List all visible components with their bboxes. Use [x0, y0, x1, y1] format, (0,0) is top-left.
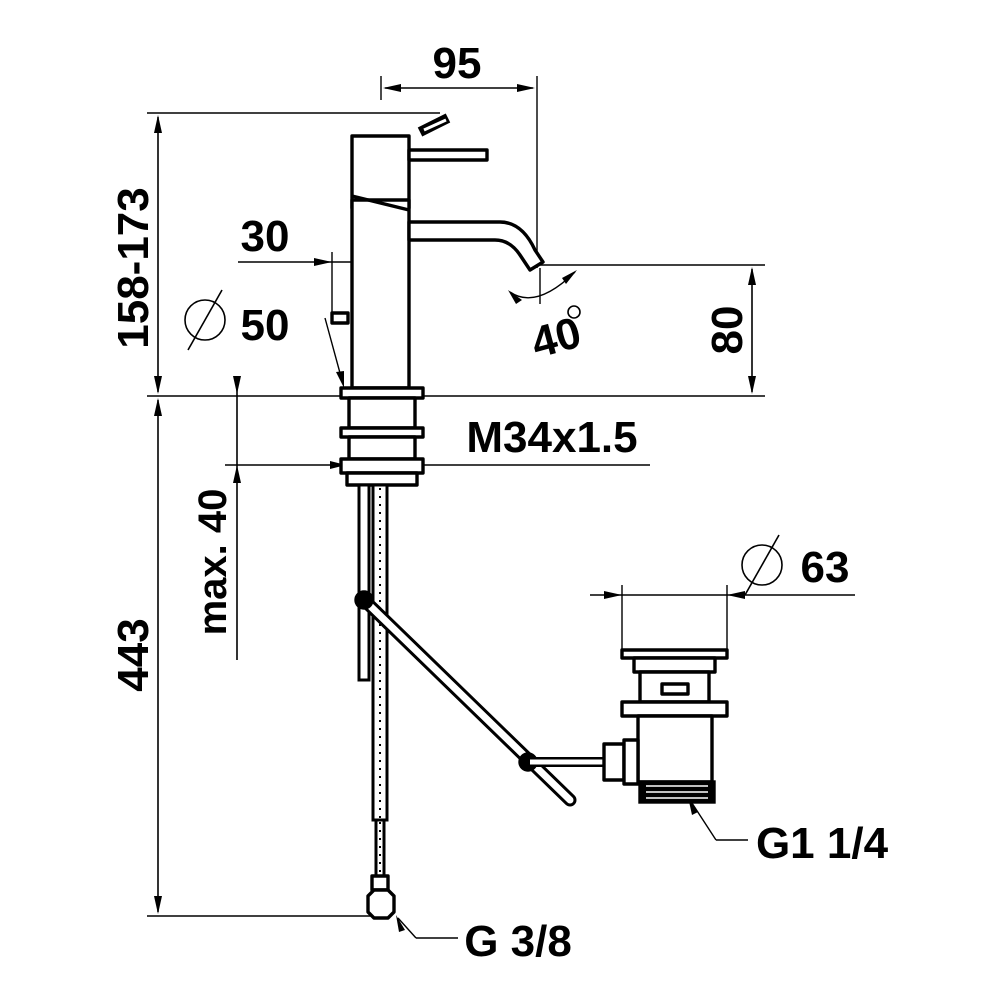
- hose-nut: [366, 888, 396, 920]
- label-hose-thread: G 3/8: [464, 917, 572, 966]
- label-waste-thread: G1 1/4: [756, 819, 889, 868]
- mounting-nut: [339, 457, 425, 475]
- label-max-thickness: max. 40: [191, 489, 235, 636]
- faucet-body: [350, 198, 411, 390]
- label-spout-height: 80: [703, 306, 752, 355]
- spout: [407, 220, 545, 272]
- mounting-nut-lower: [345, 471, 419, 487]
- pop-up-waste: [602, 648, 729, 804]
- label-total-height: 158-173: [109, 187, 158, 348]
- label-hose-length: 443: [109, 618, 158, 691]
- label-body-diameter: 50: [241, 301, 290, 350]
- lift-rod-knob: [330, 311, 350, 325]
- linkage-connector: [602, 742, 626, 782]
- lift-rod-linkage: [354, 590, 605, 807]
- waste-body: [636, 714, 714, 784]
- label-spout-reach: 95: [433, 39, 482, 88]
- label-body-offset: 30: [241, 212, 290, 261]
- shank-lower: [347, 435, 417, 461]
- shank: [347, 396, 417, 430]
- waste-flange: [620, 700, 729, 718]
- diameter-icon: [741, 534, 783, 596]
- lever: [407, 148, 489, 162]
- diameter-icon: [184, 289, 226, 351]
- dimension-lines: [147, 76, 855, 939]
- faucet: [330, 113, 545, 920]
- label-thread: M34x1.5: [466, 413, 637, 462]
- degree-icon: [567, 305, 581, 319]
- pull-rod: [357, 483, 371, 682]
- hose-neck: [374, 818, 386, 880]
- label-waste-diameter: 63: [801, 543, 850, 592]
